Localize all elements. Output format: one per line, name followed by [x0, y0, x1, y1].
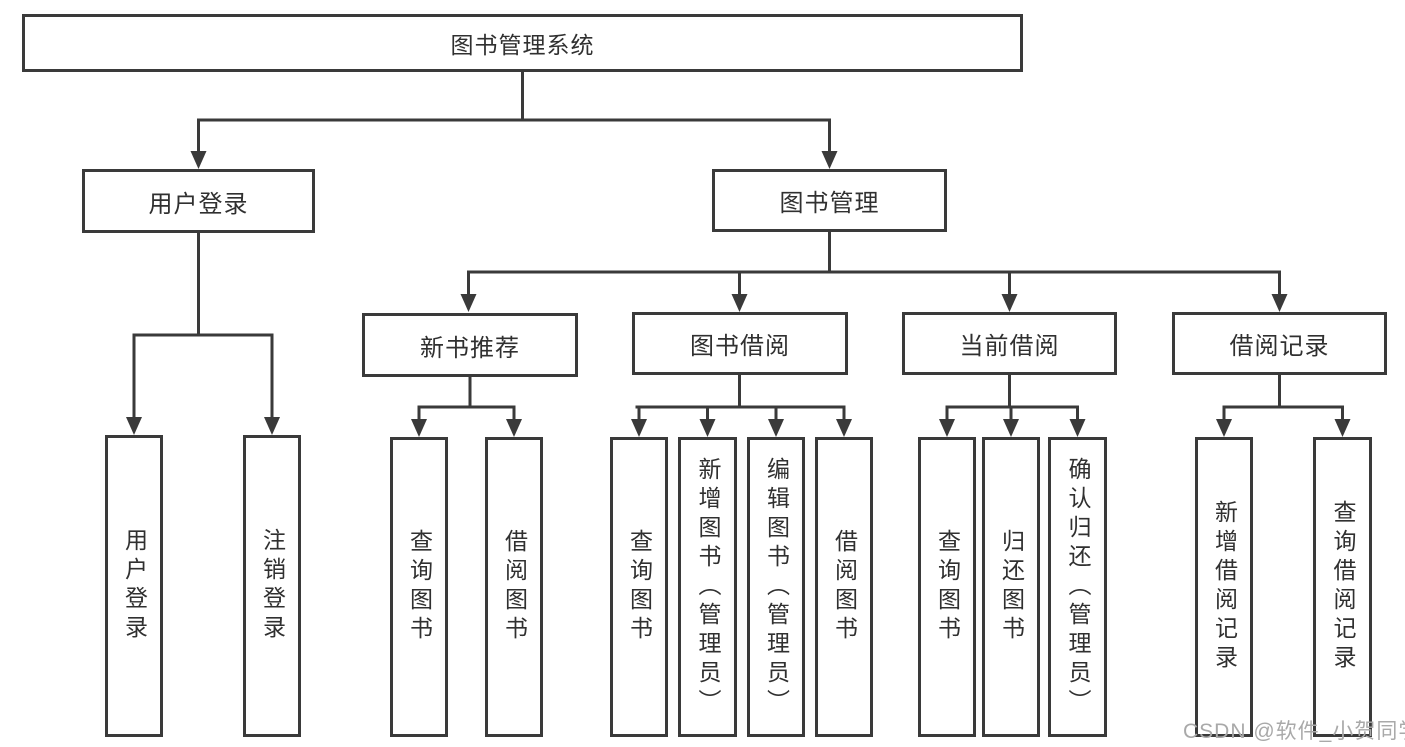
node-book-borrowing: 图书借阅: [632, 312, 848, 375]
leaf-query-books-new-label: 查询图书: [406, 529, 433, 645]
node-user-login: 用户登录: [82, 169, 315, 233]
leaf-add-books-admin: 新增图书（管理员）: [678, 437, 737, 737]
node-root: 图书管理系统: [22, 14, 1023, 72]
leaf-confirm-return-admin-label: 确认归还（管理员）: [1065, 456, 1091, 718]
leaf-user-login: 用户登录: [105, 435, 163, 737]
node-new-book-recommend: 新书推荐: [362, 313, 578, 377]
node-book-management-label: 图书管理: [779, 190, 880, 217]
leaf-borrow-books: 借阅图书: [815, 437, 873, 737]
leaf-add-borrow-record-label: 新增借阅记录: [1211, 500, 1238, 674]
leaf-query-books-borrowing: 查询图书: [610, 437, 668, 737]
leaf-borrow-books-new: 借阅图书: [485, 437, 543, 737]
leaf-query-books-current-label: 查询图书: [934, 529, 961, 645]
leaf-logout: 注销登录: [243, 435, 301, 737]
leaf-edit-books-admin-label: 编辑图书（管理员）: [763, 456, 790, 718]
node-current-borrow: 当前借阅: [902, 312, 1117, 375]
leaf-query-books-new: 查询图书: [390, 437, 448, 737]
leaf-query-borrow-record: 查询借阅记录: [1313, 437, 1372, 737]
node-current-borrow-label: 当前借阅: [959, 333, 1060, 360]
leaf-query-books-borrowing-label: 查询图书: [626, 529, 653, 645]
leaf-confirm-return-admin: 确认归还（管理员）: [1048, 437, 1107, 737]
leaf-return-books: 归还图书: [982, 437, 1040, 737]
node-borrow-records: 借阅记录: [1172, 312, 1387, 375]
node-borrow-records-label: 借阅记录: [1229, 333, 1330, 360]
leaf-add-books-admin-label: 新增图书（管理员）: [695, 456, 721, 718]
leaf-query-borrow-record-label: 查询借阅记录: [1330, 500, 1356, 674]
leaf-borrow-books-label: 借阅图书: [831, 529, 858, 645]
node-root-label: 图书管理系统: [450, 32, 595, 58]
node-new-book-recommend-label: 新书推荐: [420, 334, 520, 362]
node-book-management: 图书管理: [712, 169, 947, 232]
csdn-watermark: CSDN @软件_小贺同学: [1183, 720, 1405, 743]
leaf-logout-label: 注销登录: [259, 528, 286, 644]
leaf-query-books-current: 查询图书: [918, 437, 976, 737]
node-user-login-label: 用户登录: [148, 190, 249, 218]
leaf-borrow-books-new-label: 借阅图书: [501, 529, 528, 645]
node-book-borrowing-label: 图书借阅: [690, 333, 790, 360]
leaf-return-books-label: 归还图书: [998, 529, 1025, 645]
leaf-add-borrow-record: 新增借阅记录: [1195, 437, 1253, 737]
leaf-edit-books-admin: 编辑图书（管理员）: [747, 437, 805, 737]
leaf-user-login-label: 用户登录: [121, 528, 148, 644]
